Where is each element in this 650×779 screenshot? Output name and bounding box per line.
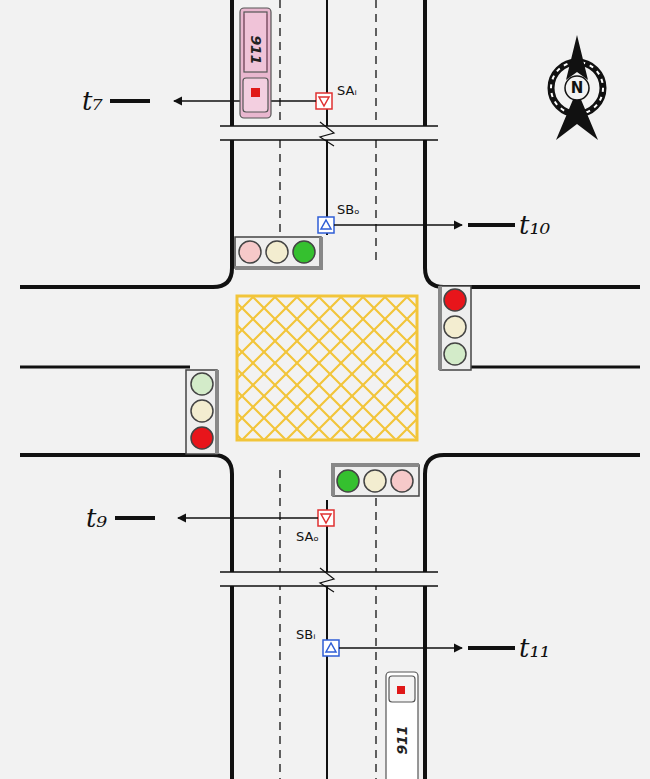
time-label: t₁₀ bbox=[519, 212, 550, 238]
traffic-lights bbox=[186, 237, 471, 496]
break-marks bbox=[220, 122, 438, 592]
box-junction bbox=[237, 296, 417, 440]
sensors bbox=[316, 93, 339, 656]
time-label: t₁₁ bbox=[519, 635, 550, 661]
sensor-name: SAₒ bbox=[296, 530, 319, 543]
compass-north: N bbox=[571, 81, 584, 96]
vehicle-number: 911 bbox=[395, 725, 409, 754]
sensor-name: SAᵢ bbox=[337, 84, 357, 97]
leader-arrows bbox=[110, 101, 515, 648]
roads bbox=[20, 0, 640, 779]
sensor-name: SBₒ bbox=[337, 203, 360, 216]
fire-truck bbox=[240, 8, 271, 118]
time-label: t₇ bbox=[82, 88, 103, 114]
vehicle-number: 911 bbox=[249, 35, 263, 64]
ambulance bbox=[386, 672, 418, 779]
time-label: t₉ bbox=[86, 505, 107, 531]
compass bbox=[551, 35, 603, 140]
sensor-name: SBᵢ bbox=[296, 628, 316, 641]
